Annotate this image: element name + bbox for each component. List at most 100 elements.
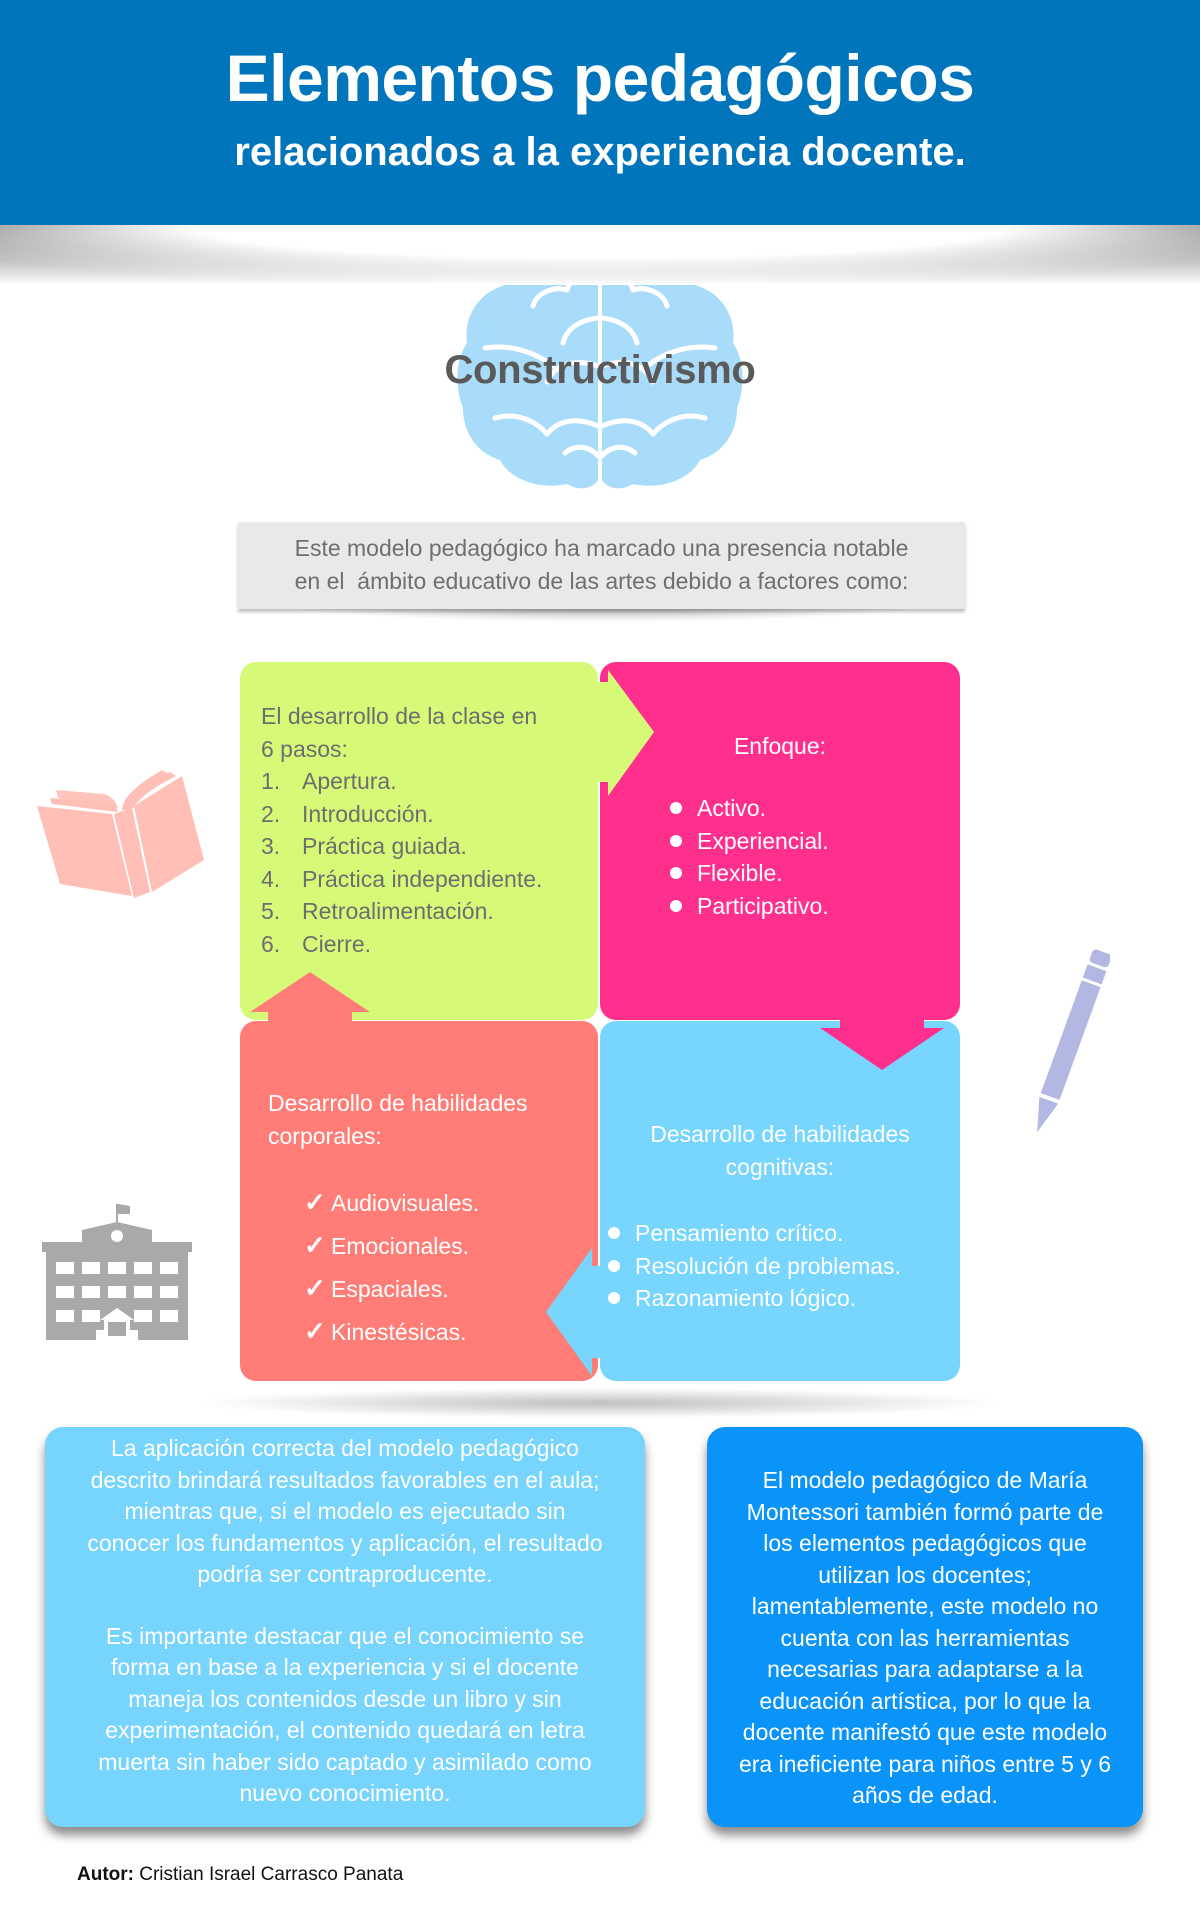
body-skills-list: ✓Audiovisuales. ✓Emocionales. ✓Espaciale… [304, 1181, 479, 1353]
arrow-right-icon [596, 670, 654, 796]
list-item: Razonamiento lógico. [608, 1282, 901, 1315]
bullet-icon [608, 1292, 620, 1305]
list-item: 4. Práctica independiente. [261, 863, 542, 896]
text-line: educación artística, por lo que la [759, 1687, 1091, 1714]
step-number: 6. [261, 930, 281, 957]
checkmark-icon: ✓ [304, 1273, 326, 1303]
bullet-icon [608, 1259, 620, 1272]
text-line: Es importante destacar que el conocimien… [105, 1622, 585, 1649]
body-skills-heading-line-1: Desarrollo de habilidades [268, 1090, 528, 1116]
info-card-constructivism: La aplicación correcta del modelo pedagó… [45, 1427, 645, 1827]
body-skill-label: Audiovisuales. [331, 1190, 480, 1216]
bullet-icon [608, 1227, 620, 1240]
focus-item-label: Flexible. [697, 860, 783, 886]
text-line: lamentablemente, este modelo no [751, 1593, 1099, 1619]
list-item: ✓Kinestésicas. [304, 1310, 479, 1353]
checkmark-icon: ✓ [304, 1187, 326, 1217]
steps-heading-line-1: El desarrollo de la clase en [261, 703, 538, 729]
section-title: Constructivismo [444, 348, 756, 392]
body-skill-label: Emocionales. [331, 1233, 470, 1259]
arrow-down-icon [820, 1016, 944, 1070]
steps-heading: El desarrollo de la clase en 6 pasos: [261, 700, 591, 765]
quadrant-body-skills: Desarrollo de habilidades corporales: ✓A… [240, 1021, 598, 1381]
text-line: La aplicación correcta del modelo pedagó… [111, 1435, 579, 1461]
step-label: Cierre. [302, 930, 372, 957]
steps-list: 1. Apertura. 2. Introducción. 3.Práctica g… [261, 765, 542, 960]
list-item: Participativo. [670, 890, 829, 923]
paragraph-application: La aplicación correcta del modelo pedagó… [45, 1433, 645, 1591]
author-name: Cristian Israel Carrasco Panata [133, 1864, 404, 1885]
brain-icon [457, 251, 743, 489]
quadrant-class-steps: El desarrollo de la clase en 6 pasos: 1.… [240, 662, 598, 1020]
list-item: Pensamiento crítico. [608, 1217, 901, 1250]
page-subtitle: relacionados a la experiencia docente. [234, 130, 966, 174]
cognitive-skill-label: Resolución de problemas. [635, 1252, 901, 1279]
text-line: era ineficiente para niños entre 5 y 6 [738, 1750, 1112, 1777]
info-card-montessori: El modelo pedagógico de María Montessori… [707, 1427, 1143, 1827]
text-line: docente manifestó que este modelo [742, 1719, 1108, 1745]
body-skills-heading-line-2: corporales: [268, 1122, 382, 1149]
list-item: 1. Apertura. [261, 765, 542, 798]
text-line: utilizan los docentes; [818, 1561, 1032, 1588]
bullet-icon [670, 867, 682, 880]
bullet-icon [670, 834, 682, 847]
cognitive-skill-label: Razonamiento lógico. [635, 1285, 857, 1311]
step-number: 5. [261, 898, 281, 924]
text-line: cuenta con las herramientas [780, 1624, 1070, 1651]
text-line: Montessori también formó parte de [746, 1498, 1104, 1525]
checkmark-icon: ✓ [304, 1230, 326, 1260]
text-line: años de edad. [852, 1782, 998, 1808]
body-skills-heading: Desarrollo de habilidades corporales: [268, 1087, 588, 1152]
list-item: 3.Práctica guiada. [261, 830, 542, 863]
list-item: Resolución de problemas. [608, 1250, 901, 1283]
list-item: 2. Introducción. [261, 798, 542, 831]
quadrant-focus: Enfoque: Activo. Experiencial. Flexible.… [600, 662, 960, 1020]
text-line: podría ser contraproducente. [197, 1561, 493, 1587]
bullet-icon [670, 802, 682, 815]
steps-heading-line-2: 6 pasos: [261, 735, 348, 762]
focus-item-label: Experiencial. [697, 827, 829, 854]
focus-item-label: Activo. [697, 795, 767, 821]
cognitive-skills-heading: Desarrollo de habilidades cognitivas: [600, 1118, 960, 1183]
paragraph-montessori: El modelo pedagógico de María Montessori… [721, 1465, 1129, 1812]
list-item: 6. Cierre. [261, 928, 542, 961]
list-item: ✓Emocionales. [304, 1224, 479, 1267]
body-skill-label: Kinestésicas. [331, 1319, 467, 1345]
list-item: ✓Audiovisuales. [304, 1181, 479, 1224]
intro-line-1: Este modelo pedagógico ha marcado una pr… [294, 535, 909, 561]
step-label: Retroalimentación. [302, 898, 494, 924]
step-number: 1. [261, 768, 281, 794]
text-line: forma en base a la experiencia y si el d… [111, 1654, 579, 1680]
list-item: Experiencial. [670, 825, 829, 858]
focus-item-label: Participativo. [697, 892, 829, 919]
page-title: Elementos pedagógicos [225, 41, 975, 115]
text-line: maneja los contenidos desde un libro y s… [128, 1685, 562, 1712]
list-item: Activo. [670, 792, 829, 825]
author-label: Autor: [77, 1864, 134, 1885]
header-banner: Elementos pedagógicos relacionados a la … [0, 0, 1200, 225]
intro-box: Este modelo pedagógico ha marcado una pr… [238, 522, 965, 609]
list-item: ✓Espaciales. [304, 1267, 479, 1310]
step-number: 4. [261, 865, 281, 892]
quadrant-cognitive-skills: Desarrollo de habilidades cognitivas: Pe… [600, 1021, 960, 1381]
step-number: 3. [261, 833, 281, 859]
checkmark-icon: ✓ [304, 1316, 326, 1346]
step-label: Práctica independiente. [302, 865, 543, 892]
quadrants-shadow [200, 1388, 1000, 1418]
bullet-icon [670, 899, 682, 912]
step-label: Introducción. [302, 800, 434, 827]
step-label: Apertura. [302, 768, 397, 794]
text-line: conocer los fundamentos y aplicación, el… [87, 1529, 603, 1556]
focus-heading: Enfoque: [733, 733, 827, 759]
text-line: mientras que, si el modelo es ejecutado … [124, 1498, 566, 1524]
body-skill-label: Espaciales. [331, 1276, 449, 1302]
step-number: 2. [261, 800, 281, 827]
text-line: necesarias para adaptarse a la [767, 1656, 1083, 1682]
pencil-icon [1037, 949, 1110, 1133]
arrow-up-icon [250, 972, 370, 1026]
cognitive-skills-list: Pensamiento crítico. Resolución de probl… [608, 1217, 901, 1315]
list-item: 5. Retroalimentación. [261, 895, 542, 928]
list-item: Flexible. [670, 857, 829, 890]
school-building-icon [42, 1204, 192, 1340]
paragraph-experience: Es importante destacar que el conocimien… [45, 1621, 645, 1810]
